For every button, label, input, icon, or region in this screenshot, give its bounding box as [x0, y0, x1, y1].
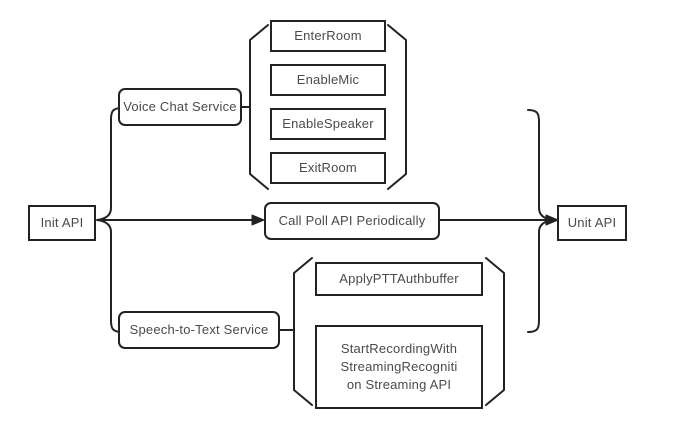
node-enable-speaker-label: EnableSpeaker	[282, 116, 374, 131]
brace-init-to-services	[96, 107, 123, 333]
node-unit-api[interactable]: Unit API	[557, 205, 627, 241]
bracket-speech-group-left	[293, 257, 313, 406]
node-call-poll-api-label: Call Poll API Periodically	[278, 213, 426, 228]
bracket-voice-group-left	[249, 24, 269, 190]
node-apply-ptt-authbuffer-label: ApplyPTTAuthbuffer	[339, 271, 459, 286]
node-exit-room[interactable]: ExitRoom	[270, 152, 386, 184]
node-speech-to-text-service-label: Speech-to-Text Service	[129, 322, 269, 337]
node-start-recording-label: StartRecordingWith StreamingRecogniti on…	[340, 341, 458, 392]
node-start-recording[interactable]: StartRecordingWith StreamingRecogniti on…	[315, 325, 483, 409]
node-voice-chat-service[interactable]: Voice Chat Service	[118, 88, 242, 126]
bracket-speech-group-right	[485, 257, 505, 406]
node-enable-mic[interactable]: EnableMic	[270, 64, 386, 96]
node-exit-room-label: ExitRoom	[299, 160, 357, 175]
arrow-init-to-poll-head	[251, 214, 265, 226]
node-call-poll-api[interactable]: Call Poll API Periodically	[264, 202, 440, 240]
node-init-api[interactable]: Init API	[28, 205, 96, 241]
node-enable-speaker[interactable]: EnableSpeaker	[270, 108, 386, 140]
node-enable-mic-label: EnableMic	[296, 72, 360, 87]
node-init-api-label: Init API	[40, 215, 84, 230]
node-unit-api-label: Unit API	[567, 215, 617, 230]
node-apply-ptt-authbuffer[interactable]: ApplyPTTAuthbuffer	[315, 262, 483, 296]
node-speech-to-text-service[interactable]: Speech-to-Text Service	[118, 311, 280, 349]
brace-groups-to-unit	[527, 109, 554, 333]
bracket-voice-group-right	[387, 24, 407, 190]
node-enter-room-label: EnterRoom	[294, 28, 362, 43]
node-voice-chat-service-label: Voice Chat Service	[123, 99, 237, 114]
node-enter-room[interactable]: EnterRoom	[270, 20, 386, 52]
